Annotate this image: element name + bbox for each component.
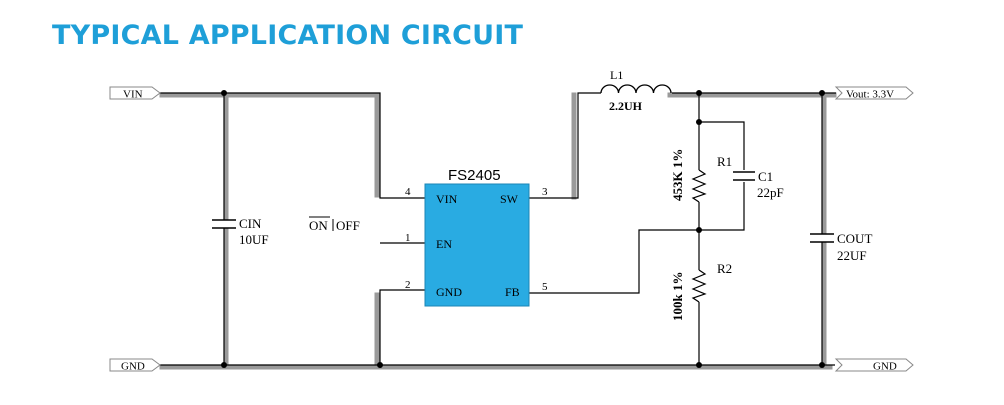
capacitor-cin: CIN 10UF <box>212 216 269 247</box>
port-vin-label: VIN <box>123 89 143 101</box>
junction-dot <box>221 362 227 368</box>
ic-fs2405: FS2405 VIN SW EN GND FB 4 1 2 3 5 <box>405 167 548 307</box>
ic-name: FS2405 <box>448 167 501 184</box>
junction-dot <box>696 90 702 96</box>
switch-on-label: ON <box>309 218 328 233</box>
on-off-label: ON OFF <box>309 216 360 233</box>
pin-vin-label: VIN <box>436 192 458 206</box>
trace-shadows <box>159 92 837 370</box>
r2-value: 100k 1% <box>670 272 685 321</box>
pin-number-2: 2 <box>405 279 411 291</box>
r1-value: 453K 1% <box>670 149 685 201</box>
port-vout: Vout: 3.3V <box>834 86 914 101</box>
c1-ref: C1 <box>758 169 773 184</box>
resistor-r2: R2 100k 1% <box>670 261 732 321</box>
port-gnd-right: GND <box>834 358 914 373</box>
pin-fb-label: FB <box>505 285 520 299</box>
wires <box>160 92 836 366</box>
junction-dots <box>221 90 825 368</box>
pin-en-label: EN <box>436 237 452 251</box>
pin-gnd-label: GND <box>436 285 462 299</box>
junction-dot <box>221 90 227 96</box>
r1-ref: R1 <box>717 154 732 169</box>
pin-number-4: 4 <box>405 186 411 198</box>
capacitor-c1: C1 22pF <box>733 169 784 200</box>
junction-dot <box>696 119 702 125</box>
port-vin: VIN <box>109 86 161 101</box>
l1-ref: L1 <box>610 68 623 82</box>
inductor-l1: L1 2.2UH <box>600 68 672 113</box>
junction-dot <box>377 362 383 368</box>
port-gnd-left-label: GND <box>121 361 145 373</box>
pin-number-1: 1 <box>405 232 411 244</box>
junction-dot <box>696 227 702 233</box>
cin-ref: CIN <box>239 216 262 231</box>
switch-off-label: OFF <box>336 218 360 233</box>
pin-sw-label: SW <box>500 192 519 206</box>
cout-ref: COUT <box>837 231 872 246</box>
port-gnd-right-label: GND <box>873 361 897 373</box>
page-title: TYPICAL APPLICATION CIRCUIT <box>52 20 524 51</box>
cin-value: 10UF <box>239 232 269 247</box>
c1-value: 22pF <box>757 185 784 200</box>
pin-number-3: 3 <box>542 186 548 198</box>
l1-value: 2.2UH <box>609 99 643 113</box>
junction-dot <box>819 90 825 96</box>
pin-number-5: 5 <box>542 281 548 293</box>
port-vout-label: Vout: 3.3V <box>846 89 894 101</box>
port-gnd-left: GND <box>109 358 161 373</box>
cout-value: 22UF <box>837 248 867 263</box>
capacitor-cout: COUT 22UF <box>810 231 872 263</box>
r2-ref: R2 <box>717 261 732 276</box>
junction-dot <box>819 362 825 368</box>
junction-dot <box>696 362 702 368</box>
resistor-r1: R1 453K 1% <box>670 149 732 203</box>
